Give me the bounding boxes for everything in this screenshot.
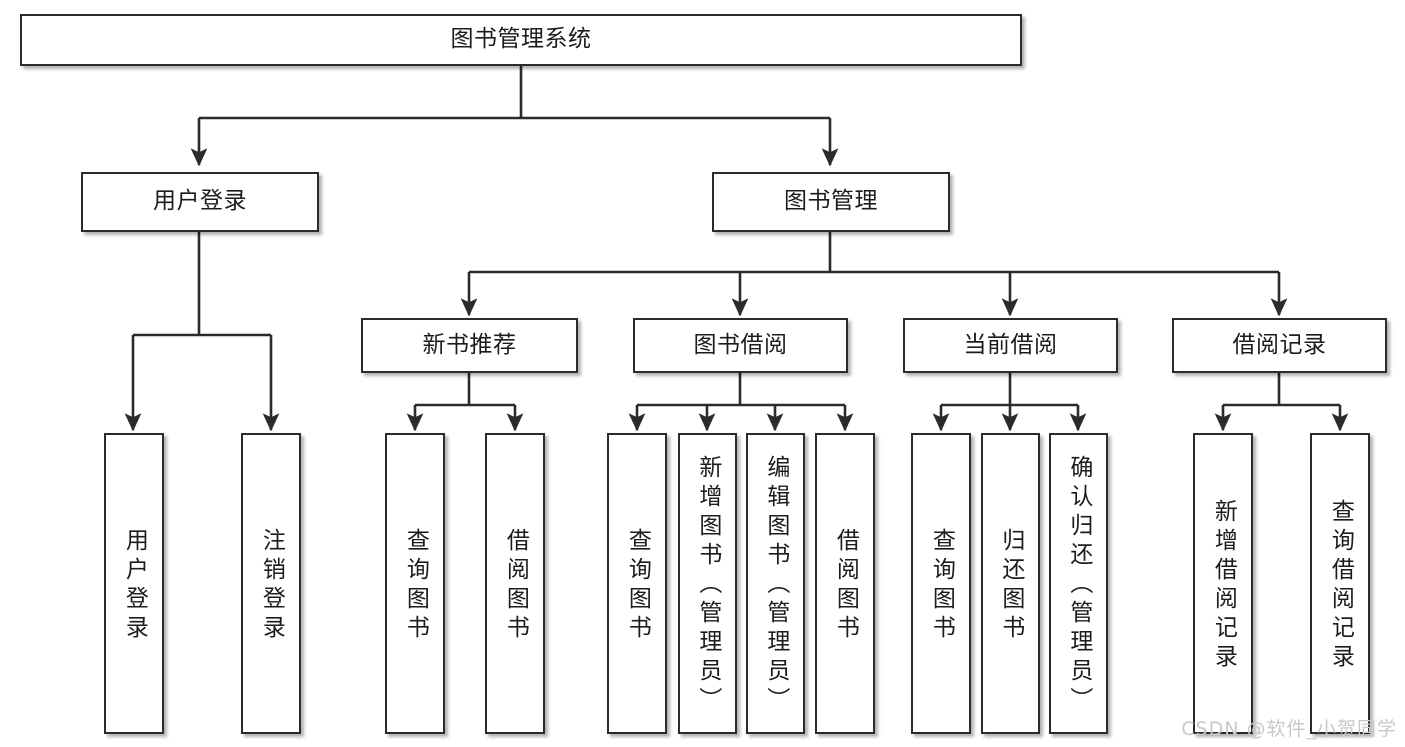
node-label: 新增图书（管理员） (694, 455, 721, 716)
node-label: 新增借阅记录 (1210, 498, 1237, 673)
node-book-borrowing[interactable]: 图书借阅 (633, 318, 848, 373)
node-new-book-recommendation[interactable]: 新书推荐 (361, 318, 578, 373)
node-label: 新书推荐 (422, 331, 517, 358)
leaf-node-edit-book-admin[interactable]: 编辑图书（管理员） (746, 433, 805, 734)
node-label: 用户登录 (153, 188, 247, 215)
node-label: 用户登录 (121, 527, 148, 644)
leaf-node-query-books-current[interactable]: 查询图书 (911, 433, 971, 734)
node-book-management[interactable]: 图书管理 (712, 172, 950, 232)
node-label: 借阅图书 (502, 527, 529, 644)
node-label: 归还图书 (997, 527, 1024, 644)
node-label: 查询借阅记录 (1327, 498, 1354, 673)
node-label: 确认归还（管理员） (1065, 455, 1092, 716)
csdn-watermark: CSDN @软件_小贺同学 (1181, 718, 1397, 740)
node-label: 借阅图书 (832, 527, 859, 644)
node-label: 查询图书 (624, 527, 651, 644)
leaf-node-query-borrow-record[interactable]: 查询借阅记录 (1310, 433, 1370, 734)
leaf-node-add-borrow-record[interactable]: 新增借阅记录 (1193, 433, 1253, 734)
leaf-node-add-book-admin[interactable]: 新增图书（管理员） (678, 433, 737, 734)
leaf-node-logout[interactable]: 注销登录 (241, 433, 301, 734)
leaf-node-user-login[interactable]: 用户登录 (104, 433, 164, 734)
leaf-node-return-books[interactable]: 归还图书 (981, 433, 1040, 734)
leaf-node-query-books-borrow[interactable]: 查询图书 (607, 433, 667, 734)
node-root-book-management-system[interactable]: 图书管理系统 (20, 14, 1022, 66)
node-user-login[interactable]: 用户登录 (81, 172, 319, 232)
node-label: 借阅记录 (1232, 331, 1327, 358)
node-current-borrowing[interactable]: 当前借阅 (903, 318, 1118, 373)
leaf-node-confirm-return-admin[interactable]: 确认归还（管理员） (1049, 433, 1108, 734)
node-label: 当前借阅 (963, 331, 1058, 358)
node-label: 图书管理 (784, 188, 878, 215)
leaf-node-borrow-books-borrow[interactable]: 借阅图书 (815, 433, 875, 734)
node-label: 图书管理系统 (450, 26, 592, 53)
leaf-node-borrow-books-newbook[interactable]: 借阅图书 (485, 433, 545, 734)
node-label: 查询图书 (928, 527, 955, 644)
leaf-node-query-books-newbook[interactable]: 查询图书 (385, 433, 445, 734)
node-label: 编辑图书（管理员） (762, 455, 789, 716)
node-borrowing-records[interactable]: 借阅记录 (1172, 318, 1387, 373)
node-label: 注销登录 (258, 527, 285, 644)
node-label: 查询图书 (402, 527, 429, 644)
node-label: 图书借阅 (693, 331, 788, 358)
